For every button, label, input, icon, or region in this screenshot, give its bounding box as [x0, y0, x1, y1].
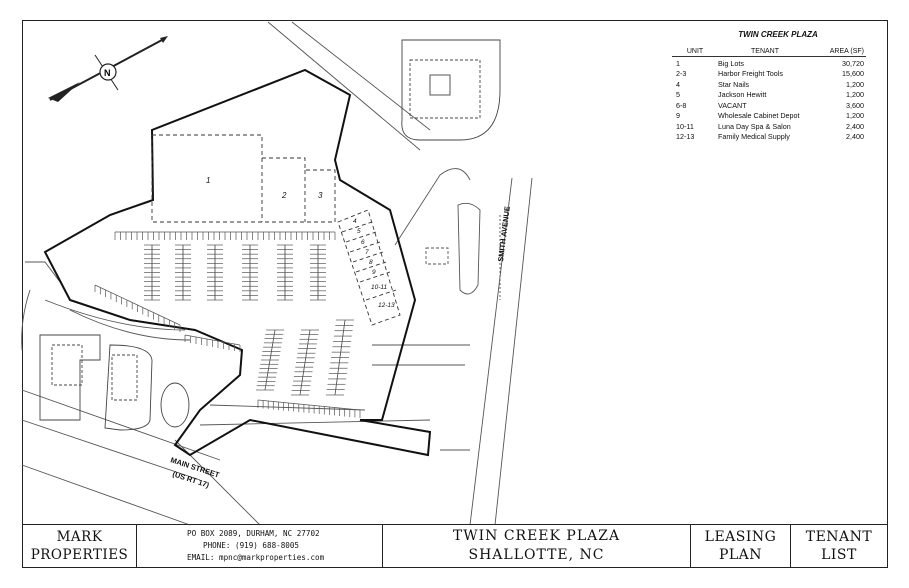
parking-row-spine: [257, 399, 361, 411]
unit-label-10-11: 10-11: [371, 284, 388, 291]
table-row: 5 Jackson Hewitt 1,200: [672, 89, 866, 99]
tenant-table: TWIN CREEK PLAZA UNIT TENANT AREA (SF) 1…: [672, 30, 866, 141]
list-line-2: LIST: [821, 547, 857, 563]
unit-label-7: 7: [365, 249, 369, 256]
cell-tenant: Luna Day Spa & Salon: [718, 121, 791, 131]
smith-avenue-label: SMITH AVENUE: [496, 206, 512, 263]
unit-label-1: 1: [206, 176, 210, 185]
cell-area: 15,600: [842, 69, 864, 78]
cell-unit: 9: [676, 111, 680, 120]
cell-tenant: Big Lots: [718, 58, 744, 68]
cell-unit: 6-8: [676, 100, 687, 110]
unit-label-6: 6: [361, 239, 365, 246]
outparcel-building: [401, 39, 501, 141]
header-area: AREA (SF): [814, 47, 866, 57]
plan-line-2: PLAN: [718, 547, 763, 563]
company-line-2: PROPERTIES: [30, 547, 129, 563]
unit-label-3: 3: [318, 191, 323, 200]
cell-area: 1,200: [846, 111, 864, 120]
tenant-table-header-row: UNIT TENANT AREA (SF): [672, 47, 866, 57]
contact-info: PO BOX 2089, DURHAM, NC 27702 PHONE: (91…: [137, 525, 383, 567]
unit-label-9: 9: [372, 269, 376, 276]
cell-unit: 1: [676, 58, 680, 68]
cell-tenant: Harbor Freight Tools: [718, 69, 783, 78]
lower-left-outparcels: [39, 334, 190, 431]
parking-rows: [94, 231, 361, 418]
cell-unit: 4: [676, 79, 680, 89]
unit-label-8: 8: [369, 259, 373, 266]
islands: [394, 168, 481, 295]
north-arrow-icon: N: [48, 36, 168, 102]
company-name: MARK PROPERTIES: [23, 525, 137, 567]
table-row: 1 Big Lots 30,720: [672, 57, 866, 68]
company-line-1: MARK: [56, 529, 103, 545]
unit-label-4: 4: [353, 218, 357, 225]
cell-area: 2,400: [846, 132, 864, 141]
cell-area: 3,600: [846, 100, 864, 110]
cell-unit: 12-13: [676, 132, 695, 141]
parking-row-spine: [334, 319, 346, 396]
email-text: EMAIL: mpnc@markproperties.com: [187, 553, 325, 562]
parking-row-spine: [264, 329, 276, 391]
parking-row-spine: [299, 329, 311, 396]
table-row: 12-13 Family Medical Supply 2,400: [672, 131, 866, 141]
table-row: 2-3 Harbor Freight Tools 15,600: [672, 68, 866, 78]
header-tenant: TENANT: [716, 47, 814, 57]
cell-area: 1,200: [846, 90, 864, 99]
plan-line-1: LEASING: [704, 529, 777, 545]
unit-label-5: 5: [357, 228, 361, 235]
project-name: TWIN CREEK PLAZA: [452, 528, 621, 544]
cell-area: 1,200: [846, 79, 864, 89]
list-line-1: TENANT: [805, 529, 873, 545]
cell-unit: 5: [676, 90, 680, 99]
cell-tenant: VACANT: [718, 100, 747, 110]
header-unit: UNIT: [672, 47, 716, 57]
cell-unit: 2-3: [676, 69, 687, 78]
compass-north-label: N: [104, 68, 111, 78]
cell-area: 2,400: [846, 121, 864, 131]
building-footprints: [151, 134, 401, 326]
property-boundary: [43, 68, 432, 457]
cell-tenant: Family Medical Supply: [718, 132, 790, 141]
parking-row-spine: [184, 334, 241, 346]
cell-area: 30,720: [842, 58, 864, 68]
project-title: TWIN CREEK PLAZA SHALLOTTE, NC: [383, 525, 691, 567]
parking-row-spine: [94, 284, 181, 326]
unit-label-12-13: 12-13: [378, 302, 395, 309]
cell-tenant: Star Nails: [718, 79, 750, 89]
phone-text: PHONE: (919) 688-8005: [203, 541, 300, 550]
unit-label-2: 2: [281, 191, 287, 200]
project-location: SHALLOTTE, NC: [468, 547, 605, 563]
tenant-table-title: TWIN CREEK PLAZA: [738, 30, 818, 39]
cell-unit: 10-11: [676, 121, 694, 131]
sheet-name: TENANT LIST: [791, 525, 887, 567]
plan-type: LEASING PLAN: [691, 525, 791, 567]
tenant-table-grid: UNIT TENANT AREA (SF) 1 Big Lots 30,720 2-…: [672, 47, 866, 141]
table-row: 6-8 VACANT 3,600: [672, 99, 866, 110]
address-text: PO BOX 2089, DURHAM, NC 27702: [187, 529, 320, 538]
table-row: 9 Wholesale Cabinet Depot 1,200: [672, 110, 866, 120]
cell-tenant: Jackson Hewitt: [718, 90, 767, 99]
table-row: 4 Star Nails 1,200: [672, 78, 866, 89]
table-row: 10-11 Luna Day Spa & Salon 2,400: [672, 120, 866, 131]
roads: [21, 21, 533, 526]
title-block: MARK PROPERTIES PO BOX 2089, DURHAM, NC …: [22, 524, 888, 568]
cell-tenant: Wholesale Cabinet Depot: [718, 111, 800, 120]
